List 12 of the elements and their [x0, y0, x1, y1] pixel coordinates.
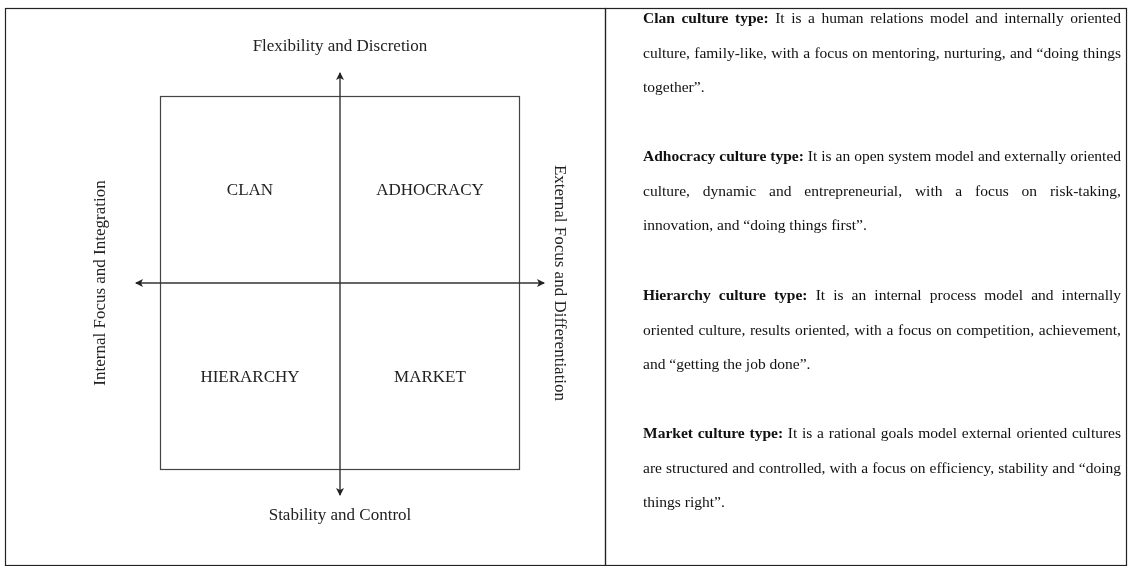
description-paragraph: Hierarchy culture type: It is an internal process model and internally oriented culture, results oriented, with a focus on competition, achievement, and “getting the job done”.: [643, 285, 1121, 375]
description-paragraph: Adhocracy culture type: It is an open system model and externally oriented culture, dynamic and entrepreneurial, with a focus on risk-taking, innovation, and “doing things first”.: [643, 146, 1121, 236]
axis-label: Flexibility and Discretion: [252, 36, 428, 56]
quadrant-label: CLAN: [226, 180, 274, 200]
axis-label: Stability and Control: [268, 505, 412, 525]
quadrant-label: MARKET: [394, 367, 466, 387]
description-paragraph: Market culture type: It is a rational goals model external oriented cultures are structured and controlled, with a focus on efficiency, stability and “doing things right”.: [643, 423, 1121, 513]
quadrant-label: HIERARCHY: [200, 367, 300, 387]
axis-label: External Focus and Differentiation: [550, 164, 570, 402]
axis-label: Internal Focus and Integration: [90, 180, 110, 386]
quadrant-label: ADHOCRACY: [376, 180, 484, 200]
description-paragraph: Clan culture type: It is a human relations model and internally oriented culture, family-like, with a focus on mentoring, nurturing, and “doing things together”.: [643, 8, 1121, 98]
